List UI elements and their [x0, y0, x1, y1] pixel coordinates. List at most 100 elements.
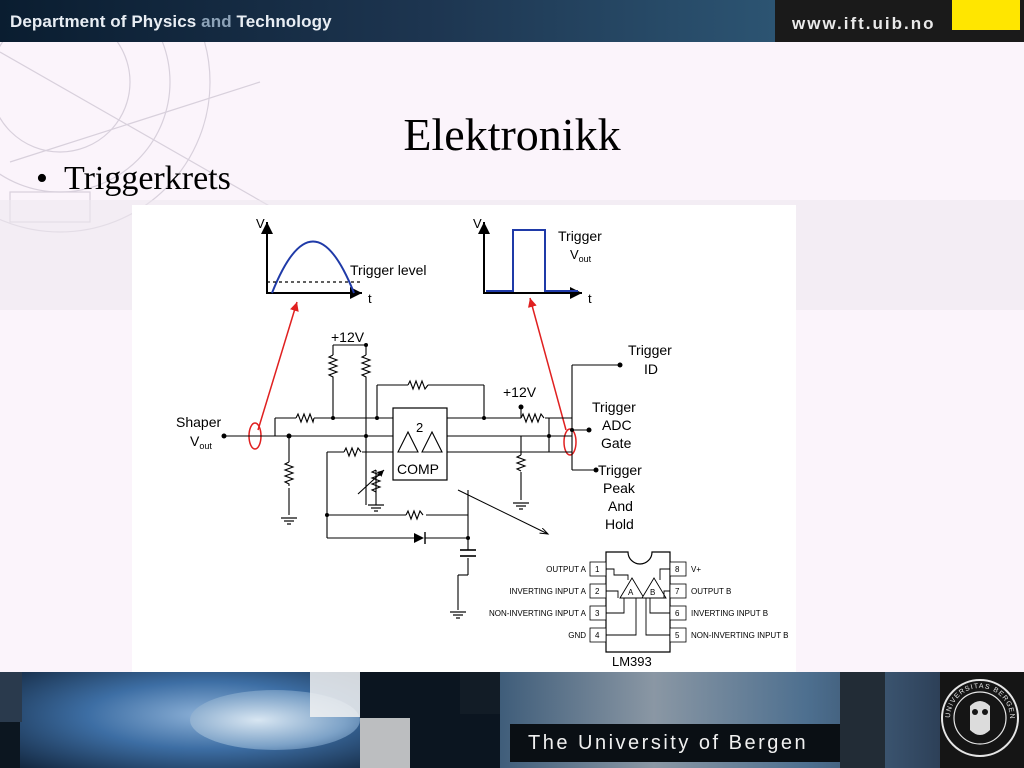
shaper-label: Shaper	[176, 414, 221, 430]
output-to-graph2-arrow	[528, 297, 567, 431]
department-name-end: Technology	[231, 12, 332, 31]
chip-comparator-a-label: A	[628, 588, 634, 597]
resistor-output-ground	[515, 454, 527, 472]
input-pulse-graph: V t Trigger level	[256, 216, 427, 306]
resistor-pullup-2	[360, 354, 372, 380]
resistor-pullup-1	[327, 354, 339, 380]
seal-owl-icon	[970, 701, 990, 735]
supply-left-label: +12V	[331, 329, 365, 345]
pin-3-number: 3	[595, 609, 600, 618]
comparator-count: 2	[416, 420, 423, 435]
trigger-adc-label-line1: Trigger	[592, 399, 636, 415]
shaper-vout-label: Vout	[190, 433, 212, 451]
pin-7-number: 7	[675, 587, 680, 596]
trigger-peak-label-line3: And	[608, 498, 633, 514]
pin-4-number: 4	[595, 631, 600, 640]
chip-comparator-b-label: B	[650, 588, 655, 597]
university-seal-logo[interactable]: UNIVERSITAS BERGENSIS	[938, 676, 1022, 760]
footer-mosaic-tile	[840, 672, 885, 768]
pin-7-label: OUTPUT B	[691, 587, 731, 596]
department-name[interactable]: Department of Physics and Technology	[10, 12, 332, 32]
department-name-main: Department of Physics	[10, 12, 202, 31]
graph2-square-pulse	[486, 229, 578, 292]
chip-left-pins: 1 2 3 4 OUTPUT A INVERTING INPUT A NON-I…	[489, 561, 607, 643]
yellow-accent-block	[952, 0, 1020, 30]
diagram-background	[132, 205, 796, 680]
potentiometer	[370, 469, 382, 493]
pin-3-label: NON-INVERTING INPUT A	[489, 609, 587, 618]
pin-6-number: 6	[675, 609, 680, 618]
schematic-wires	[224, 344, 620, 610]
slide-title: Elektronikk	[403, 109, 621, 160]
pin-8-label: V+	[691, 565, 701, 574]
comparator-triangle-icon	[421, 430, 443, 453]
pin-6-label: INVERTING INPUT B	[691, 609, 768, 618]
header-left-panel	[0, 0, 775, 42]
lm393-chip-diagram: 1 2 3 4 OUTPUT A INVERTING INPUT A NON-I…	[489, 551, 789, 669]
trigger-peak-label-line2: Peak	[603, 480, 636, 496]
resistor-input-ground	[283, 461, 295, 486]
ground-icon	[513, 502, 529, 510]
trigger-adc-label-line2: ADC	[602, 417, 632, 433]
trigger-id-label-line2: ID	[644, 361, 658, 377]
junction-dots	[221, 343, 623, 540]
diode-icon	[414, 532, 426, 544]
comparator-to-ic-arrow	[457, 489, 548, 534]
ground-icon	[281, 517, 297, 525]
trigger-adc-label-line3: Gate	[601, 435, 632, 451]
pin-5-number: 5	[675, 631, 680, 640]
footer-mosaic-tile	[0, 672, 22, 722]
pin-4-label: GND	[568, 631, 586, 640]
resistor-input-series	[295, 412, 315, 424]
graph1-trigger-level-label: Trigger level	[350, 262, 427, 278]
comparator-triangle-icon	[397, 430, 419, 453]
ground-icon	[450, 611, 466, 619]
comparator-block: 2 COMP	[392, 407, 548, 534]
chip-right-pins: 8 7 6 5 V+ OUTPUT B INVERTING INPUT B NO…	[669, 561, 789, 643]
graph2-y-label: V	[473, 216, 482, 231]
footer-mosaic-tile	[310, 672, 360, 717]
graph2-x-label: t	[588, 291, 592, 306]
ground-symbols	[281, 502, 529, 619]
chip-internal-wiring	[606, 568, 670, 636]
schematic-labels: +12V +12V Shaper Vout Trigger ID Trigger…	[176, 329, 672, 532]
trigger-peak-label-line1: Trigger	[598, 462, 642, 478]
footer-mosaic-tile	[460, 672, 500, 714]
capacitor-icon	[460, 549, 476, 557]
footer-mosaic-tile	[360, 718, 410, 768]
resistors	[283, 354, 545, 521]
pin-2-number: 2	[595, 587, 600, 596]
pin-2-label: INVERTING INPUT A	[509, 587, 586, 596]
resistor-loop	[405, 509, 424, 521]
chip-comparator-a-icon	[619, 577, 645, 599]
department-name-and: and	[201, 12, 232, 31]
pin-1-number: 1	[595, 565, 600, 574]
resistor-threshold	[343, 446, 362, 458]
graph1-pulse-curve	[271, 240, 355, 294]
chip-body	[605, 551, 671, 653]
chip-name-label: LM393	[612, 654, 652, 669]
pin-5-label: NON-INVERTING INPUT B	[691, 631, 789, 640]
resistor-output-pullup	[520, 412, 545, 424]
input-to-graph1-arrow	[257, 301, 299, 431]
footer-name-bar	[510, 724, 840, 762]
website-url-link[interactable]: www.ift.uib.no	[792, 14, 936, 33]
resistor-feedback	[407, 379, 429, 391]
graph2-trigger-label: Trigger	[558, 228, 602, 244]
pin-1-label: OUTPUT A	[546, 565, 587, 574]
graph2-vout-label: Vout	[570, 247, 592, 264]
bullet-text: Triggerkrets	[64, 160, 231, 197]
output-trigger-graph: V t Trigger Vout	[473, 216, 602, 306]
potentiometer-arrow	[357, 469, 385, 495]
chip-comparator-b-icon	[641, 577, 667, 599]
ground-icon	[368, 504, 384, 512]
graph1-y-label: V	[256, 216, 265, 231]
trigger-id-label-line1: Trigger	[628, 342, 672, 358]
header-bar: Department of Physics and Technology www…	[0, 0, 1024, 42]
pin-8-number: 8	[675, 565, 680, 574]
output-probe-ellipse	[563, 428, 577, 456]
bullet-item: •Triggerkrets	[36, 160, 231, 198]
university-name: The University of Bergen	[528, 732, 809, 754]
